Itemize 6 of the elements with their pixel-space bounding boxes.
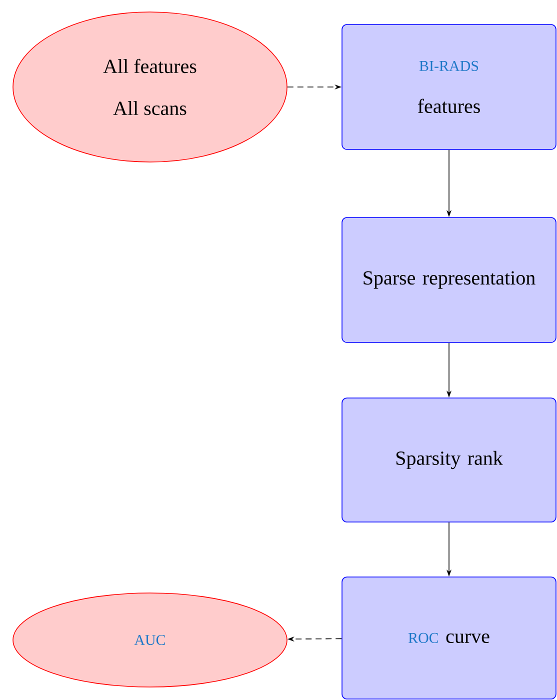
process-box: Sparsity rank (342, 398, 556, 522)
process-box: BI-RADS features (342, 24, 556, 150)
ellipse-node: All features All scans (12, 12, 288, 162)
process-box: Sparse representation (342, 217, 556, 343)
ellipse-node: AUC (12, 592, 288, 688)
process-box: ROC curve (342, 576, 556, 700)
